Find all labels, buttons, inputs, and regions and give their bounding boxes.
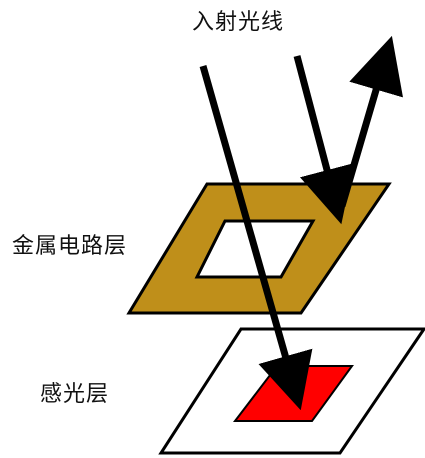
- metal-circuit-layer-label: 金属电路层: [12, 234, 128, 259]
- incident-ray-transmitted: [199, 65, 313, 411]
- incident-light-label: 入射光线: [192, 10, 285, 35]
- metal-circuit-layer-frame: [126, 182, 392, 315]
- reflected-ray: [338, 35, 404, 207]
- photosensitive-layer-label: 感光层: [40, 382, 110, 407]
- incident-ray-to-metal: [293, 55, 355, 225]
